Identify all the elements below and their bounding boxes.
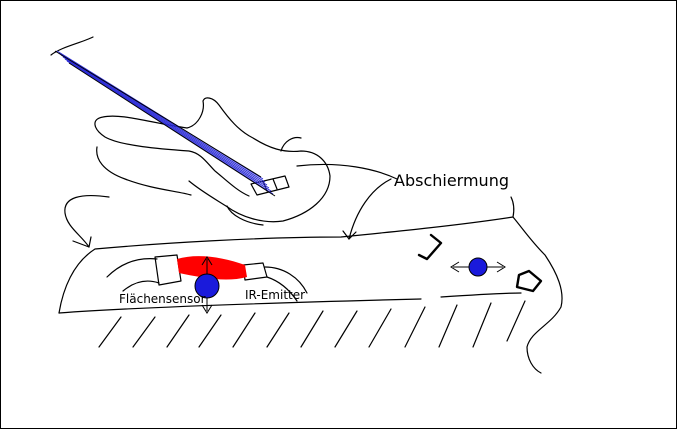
- guitar-cable: [296, 163, 398, 180]
- emitter-mount-right: [264, 266, 308, 294]
- guitar-body-edge-lower: [226, 205, 264, 226]
- left-ball: [194, 273, 220, 299]
- guitar-body-edge: [96, 146, 192, 196]
- ir-beam: [177, 256, 247, 280]
- housing-bottom: [58, 298, 422, 314]
- area-sensor-block: [154, 254, 182, 286]
- label-area-sensor: Flächensensor: [119, 292, 206, 306]
- guitar-body-edge-right: [280, 136, 302, 152]
- emitter-mount-right-lower: [266, 276, 298, 302]
- shield-pointer-right-head: [342, 230, 357, 240]
- sensor-mount-left-lower: [122, 280, 160, 292]
- shield-pointer-left: [64, 194, 110, 248]
- housing-bottom-right: [440, 292, 522, 298]
- guitar-body: [94, 97, 331, 223]
- ir-emitter-block: [242, 262, 268, 281]
- guitar-headstock: [50, 36, 94, 56]
- guitar-bridge: [250, 175, 290, 196]
- shield-pointer-right: [348, 178, 392, 240]
- right-reflector-bracket: [417, 233, 443, 261]
- label-ir-emitter: IR-Emitter: [245, 288, 306, 302]
- label-shielding: Abschiermung: [394, 171, 509, 190]
- sensor-mount-left: [106, 258, 158, 278]
- right-reflector-target: [515, 269, 543, 293]
- shield-pointer-left-head: [72, 236, 92, 248]
- right-ball: [468, 257, 488, 277]
- housing-top-edge: [510, 196, 515, 218]
- device-housing: [58, 216, 563, 374]
- ground-hatching: [98, 300, 526, 348]
